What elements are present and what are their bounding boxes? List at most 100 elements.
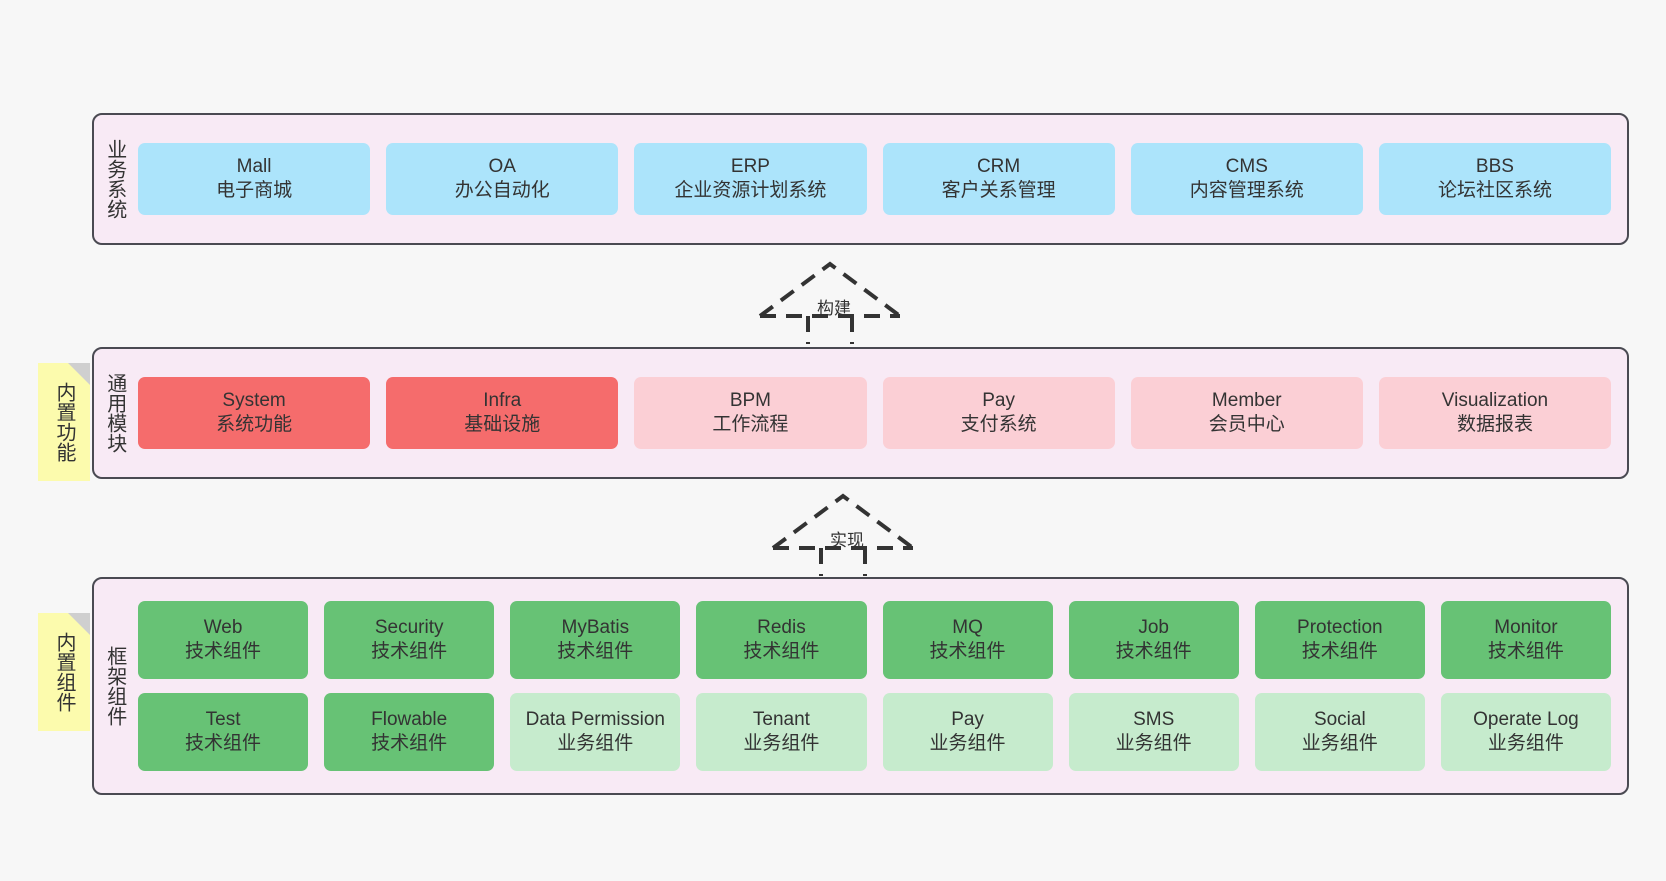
arrowhead-triangle-implement: [771, 493, 915, 550]
card-sms[interactable]: SMS 业务组件: [1068, 693, 1239, 771]
card-system-en: System: [222, 389, 286, 411]
card-visualization-en: Visualization: [1441, 389, 1549, 411]
card-bbs-en: BBS: [1475, 155, 1514, 177]
card-erp[interactable]: ERP 企业资源计划系统: [634, 143, 867, 215]
card-infra-cn: 基础设施: [464, 414, 541, 435]
card-bpm[interactable]: BPM 工作流程: [634, 377, 867, 449]
card-oa-en: OA: [488, 155, 516, 177]
card-system-cn: 系统功能: [216, 414, 293, 435]
card-member-cn: 会员中心: [1208, 414, 1285, 435]
card-crm-en: CRM: [976, 155, 1021, 177]
card-sms-cn: 业务组件: [1115, 733, 1192, 754]
framework-card-row-2: Test 技术组件 Flowable 技术组件 Data Permission …: [138, 693, 1611, 771]
card-job-cn: 技术组件: [1115, 641, 1192, 662]
modules-card-row: System 系统功能 Infra 基础设施 BPM 工作流程 Pay 支付系统…: [138, 377, 1612, 449]
card-cms-en: CMS: [1225, 155, 1268, 177]
card-member-en: Member: [1211, 389, 1282, 411]
card-bpm-cn: 工作流程: [712, 414, 789, 435]
card-infra[interactable]: Infra 基础设施: [386, 377, 619, 449]
card-oa[interactable]: OA 办公自动化: [386, 143, 619, 215]
card-mall-en: Mall: [236, 155, 272, 177]
layer-common-modules: 通用模块 System 系统功能 Infra 基础设施 BPM 工作流程 Pay: [92, 347, 1629, 479]
card-security-cn: 技术组件: [371, 641, 448, 662]
card-web-cn: 技术组件: [185, 641, 262, 662]
card-bbs-cn: 论坛社区系统: [1437, 180, 1552, 201]
card-web[interactable]: Web 技术组件: [138, 601, 309, 679]
card-test[interactable]: Test 技术组件: [138, 693, 309, 771]
card-job-en: Job: [1138, 616, 1169, 638]
card-pay-component[interactable]: Pay 业务组件: [882, 693, 1053, 771]
card-tenant[interactable]: Tenant 业务组件: [696, 693, 867, 771]
card-mall[interactable]: Mall 电子商城: [138, 143, 371, 215]
connector-build-label: 构建: [817, 299, 851, 318]
card-redis-cn: 技术组件: [743, 641, 820, 662]
layer-framework-title: 框架组件: [103, 646, 126, 726]
card-crm-cn: 客户关系管理: [941, 180, 1056, 201]
layer-business-title: 业务系统: [103, 139, 126, 219]
card-tenant-cn: 业务组件: [743, 733, 820, 754]
card-pay-module[interactable]: Pay 支付系统: [882, 377, 1115, 449]
layer-modules-body: System 系统功能 Infra 基础设施 BPM 工作流程 Pay 支付系统…: [134, 349, 1627, 477]
card-mybatis[interactable]: MyBatis 技术组件: [510, 601, 681, 679]
card-bbs[interactable]: BBS 论坛社区系统: [1378, 143, 1612, 215]
card-protection[interactable]: Protection 技术组件: [1254, 601, 1425, 679]
arrowhead-triangle-build: [758, 261, 902, 318]
card-mq[interactable]: MQ 技术组件: [882, 601, 1053, 679]
card-data-permission[interactable]: Data Permission 业务组件: [510, 693, 681, 771]
layer-framework-components: 框架组件 Web 技术组件 Security 技术组件 MyBatis 技术组件…: [92, 577, 1629, 795]
card-social-en: Social: [1313, 708, 1366, 730]
card-security-en: Security: [374, 616, 444, 638]
card-redis-en: Redis: [757, 616, 806, 638]
card-operate-log-cn: 业务组件: [1487, 733, 1564, 754]
card-protection-cn: 技术组件: [1301, 641, 1378, 662]
card-monitor[interactable]: Monitor 技术组件: [1440, 601, 1611, 679]
card-pay-module-en: Pay: [982, 389, 1015, 411]
card-tenant-en: Tenant: [752, 708, 810, 730]
note-builtin-components: 内置组件: [38, 613, 90, 731]
card-cms-cn: 内容管理系统: [1189, 180, 1304, 201]
card-job[interactable]: Job 技术组件: [1068, 601, 1239, 679]
card-visualization-cn: 数据报表: [1456, 414, 1533, 435]
card-crm[interactable]: CRM 客户关系管理: [882, 143, 1115, 215]
card-flowable-en: Flowable: [371, 708, 448, 730]
card-mq-cn: 技术组件: [929, 641, 1006, 662]
card-web-en: Web: [203, 616, 243, 638]
business-card-row: Mall 电子商城 OA 办公自动化 ERP 企业资源计划系统 CRM 客户关系…: [138, 143, 1612, 215]
card-test-cn: 技术组件: [185, 733, 262, 754]
card-mybatis-en: MyBatis: [561, 616, 630, 638]
card-mybatis-cn: 技术组件: [557, 641, 634, 662]
card-infra-en: Infra: [483, 389, 522, 411]
framework-card-row-1: Web 技术组件 Security 技术组件 MyBatis 技术组件 Redi…: [138, 601, 1611, 679]
layer-modules-title: 通用模块: [103, 373, 126, 453]
card-pay-component-cn: 业务组件: [929, 733, 1006, 754]
card-redis[interactable]: Redis 技术组件: [696, 601, 867, 679]
card-pay-module-cn: 支付系统: [960, 414, 1037, 435]
card-erp-cn: 企业资源计划系统: [674, 180, 827, 201]
card-operate-log[interactable]: Operate Log 业务组件: [1440, 693, 1611, 771]
card-monitor-en: Monitor: [1494, 616, 1558, 638]
card-operate-log-en: Operate Log: [1473, 708, 1579, 730]
layer-business-body: Mall 电子商城 OA 办公自动化 ERP 企业资源计划系统 CRM 客户关系…: [134, 115, 1627, 243]
card-test-en: Test: [205, 708, 241, 730]
card-data-permission-en: Data Permission: [525, 708, 665, 730]
card-flowable-cn: 技术组件: [371, 733, 448, 754]
card-system[interactable]: System 系统功能: [138, 377, 371, 449]
card-pay-component-en: Pay: [951, 708, 984, 730]
card-visualization[interactable]: Visualization 数据报表: [1378, 377, 1612, 449]
card-erp-en: ERP: [730, 155, 770, 177]
card-social-cn: 业务组件: [1301, 733, 1378, 754]
card-security[interactable]: Security 技术组件: [324, 601, 495, 679]
card-social[interactable]: Social 业务组件: [1254, 693, 1425, 771]
layer-framework-body: Web 技术组件 Security 技术组件 MyBatis 技术组件 Redi…: [134, 579, 1627, 793]
card-flowable[interactable]: Flowable 技术组件: [324, 693, 495, 771]
note-builtin-functions: 内置功能: [38, 363, 90, 481]
card-bpm-en: BPM: [729, 389, 772, 411]
card-member[interactable]: Member 会员中心: [1130, 377, 1363, 449]
card-oa-cn: 办公自动化: [454, 180, 550, 201]
card-mq-en: MQ: [952, 616, 983, 638]
card-monitor-cn: 技术组件: [1487, 641, 1564, 662]
connector-implement-label: 实现: [830, 531, 864, 550]
card-cms[interactable]: CMS 内容管理系统: [1130, 143, 1363, 215]
card-mall-cn: 电子商城: [216, 180, 293, 201]
